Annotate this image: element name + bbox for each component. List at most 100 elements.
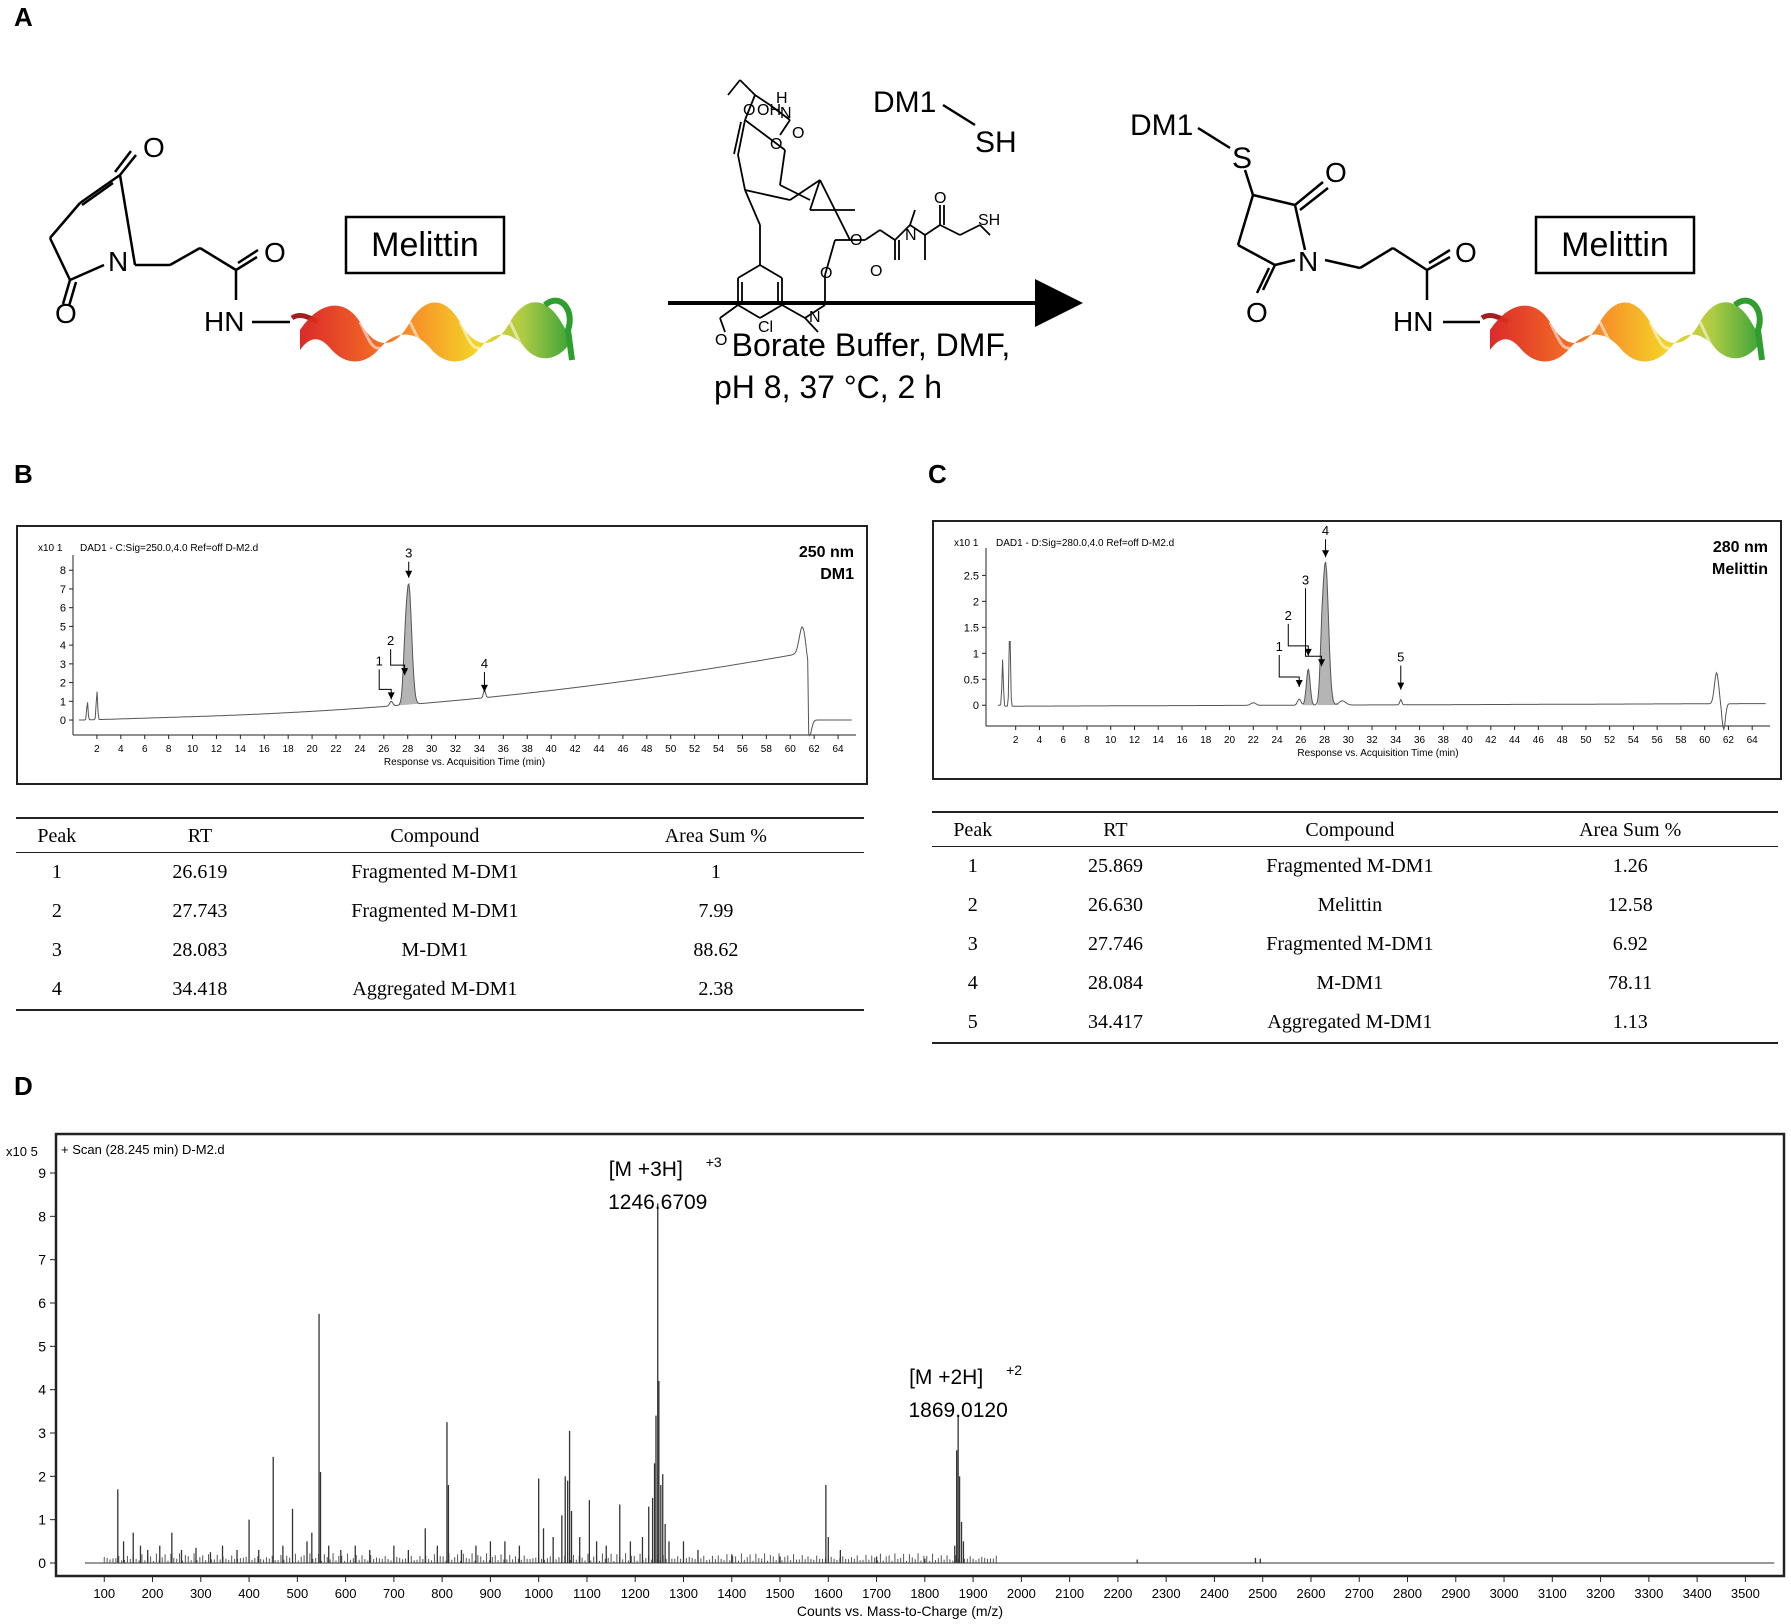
- y-tick-label: 0: [973, 700, 979, 712]
- x-tick-label: 20: [1224, 735, 1236, 746]
- x-tick-label: 10: [1105, 735, 1117, 746]
- header-area: Area Sum %: [567, 817, 864, 853]
- x-tick-label: 34: [1390, 735, 1402, 746]
- x-tick-label: 44: [593, 744, 605, 755]
- cell-peak: 3: [51, 939, 62, 961]
- reaction-scheme: O N O O HN Melittin: [48, 79, 1765, 405]
- y-tick-label: 4: [60, 640, 66, 652]
- peak-area: [395, 584, 424, 706]
- header-rt: RT: [97, 817, 303, 853]
- cell-compound: Fragmented M-DM1: [1266, 855, 1434, 877]
- x-tick-label: 2200: [1103, 1586, 1132, 1601]
- x-tick-label: 2800: [1393, 1586, 1422, 1601]
- cell-area: 2.38: [567, 970, 864, 1011]
- cell-rt: 26.619: [172, 861, 228, 883]
- chart-subtitle: Melittin: [1712, 561, 1768, 578]
- x-tick-label: 24: [354, 744, 366, 755]
- conditions-line1: Borate Buffer, DMF,: [732, 327, 1011, 363]
- x-tick-label: 200: [142, 1586, 164, 1601]
- y-tick-label: 6: [60, 603, 66, 615]
- x-tick-label: 1800: [910, 1586, 939, 1601]
- cell-area: 6.92: [1612, 933, 1648, 955]
- x-tick-label: 3000: [1490, 1586, 1519, 1601]
- y-tick-label: 3: [60, 659, 66, 671]
- x-tick-label: 26: [378, 744, 390, 755]
- panel-label-b: B: [14, 459, 33, 489]
- ion-charge: +3: [706, 1154, 722, 1170]
- panel-label-c: C: [928, 459, 947, 489]
- x-tick-label: 2900: [1441, 1586, 1470, 1601]
- x-tick-label: 32: [450, 744, 462, 755]
- atom-o: O: [743, 102, 755, 119]
- atom-h: H: [776, 90, 788, 107]
- atom-oh: OH: [757, 102, 781, 119]
- x-tick-label: 62: [809, 744, 821, 755]
- succinimide-structure: [1197, 126, 1480, 324]
- x-tick-label: 56: [737, 744, 749, 755]
- cell-rt: 34.417: [1013, 1003, 1218, 1044]
- header-compound: Compound: [1217, 811, 1483, 847]
- x-tick-label: 2500: [1248, 1586, 1277, 1601]
- header-peak: Peak: [16, 817, 98, 853]
- cell-compound: Aggregated M-DM1: [302, 970, 568, 1011]
- x-tick-label: 3400: [1683, 1586, 1712, 1601]
- x-tick-label: 22: [1248, 735, 1260, 746]
- mz-label: 1869.0120: [908, 1399, 1007, 1422]
- cell-area: 1.26: [1612, 855, 1648, 877]
- y-exponent-label: x10 5: [6, 1144, 38, 1159]
- cell-area: 1: [710, 861, 721, 883]
- x-tick-label: 42: [1485, 735, 1497, 746]
- chart-title: 250 nm: [799, 544, 854, 561]
- cell-area: 7.99: [698, 900, 734, 922]
- cell-rt: 26.630: [1087, 894, 1143, 916]
- atom-o: O: [770, 136, 782, 153]
- x-tick-label: 6: [1060, 735, 1066, 746]
- x-tick-label: 14: [1153, 735, 1165, 746]
- cell-peak: 1: [967, 855, 978, 877]
- x-tick-label: 22: [330, 744, 342, 755]
- x-tick-label: 54: [1628, 735, 1640, 746]
- y-tick-label: 2: [973, 596, 979, 608]
- cell-rt: 27.743: [172, 900, 228, 922]
- x-tick-label: 50: [1580, 735, 1592, 746]
- atom-o: O: [55, 298, 77, 329]
- chart-header: DAD1 - C:Sig=250.0,4.0 Ref=off D-M2.d: [80, 543, 258, 554]
- x-tick-label: 24: [1271, 735, 1283, 746]
- x-tick-label: 54: [713, 744, 725, 755]
- x-tick-label: 8: [1084, 735, 1090, 746]
- x-tick-label: 18: [1200, 735, 1212, 746]
- y-tick-label: 4: [38, 1382, 46, 1398]
- atom-o: O: [850, 232, 862, 249]
- peak-arrowhead: [1304, 648, 1312, 656]
- maleimide-structure: [48, 150, 290, 324]
- cell-peak: 4: [967, 972, 978, 994]
- cell-peak: 2: [967, 894, 978, 916]
- x-tick-label: 30: [426, 744, 438, 755]
- x-tick-label: 3100: [1538, 1586, 1567, 1601]
- chart-header: DAD1 - D:Sig=280.0,4.0 Ref=off D-M2.d: [996, 538, 1174, 549]
- x-tick-label: 36: [498, 744, 510, 755]
- x-tick-label: 28: [1319, 735, 1331, 746]
- x-tick-label: 12: [211, 744, 223, 755]
- peak-label: 4: [481, 656, 488, 671]
- x-tick-label: 12: [1129, 735, 1141, 746]
- x-tick-label: 46: [617, 744, 629, 755]
- x-tick-label: 26: [1295, 735, 1307, 746]
- x-tick-label: 38: [1438, 735, 1450, 746]
- y-tick-label: 6: [38, 1295, 46, 1311]
- y-tick-label: 7: [60, 584, 66, 596]
- y-tick-label: 2: [60, 678, 66, 690]
- atom-o: O: [820, 265, 832, 282]
- y-tick-label: 1: [973, 648, 979, 660]
- cell-rt: 25.869: [1087, 855, 1143, 877]
- atom-hn: HN: [204, 306, 244, 337]
- x-tick-label: 40: [1462, 735, 1474, 746]
- x-tick-label: 18: [283, 744, 295, 755]
- peak-label: 3: [405, 546, 412, 561]
- x-tick-label: 300: [190, 1586, 212, 1601]
